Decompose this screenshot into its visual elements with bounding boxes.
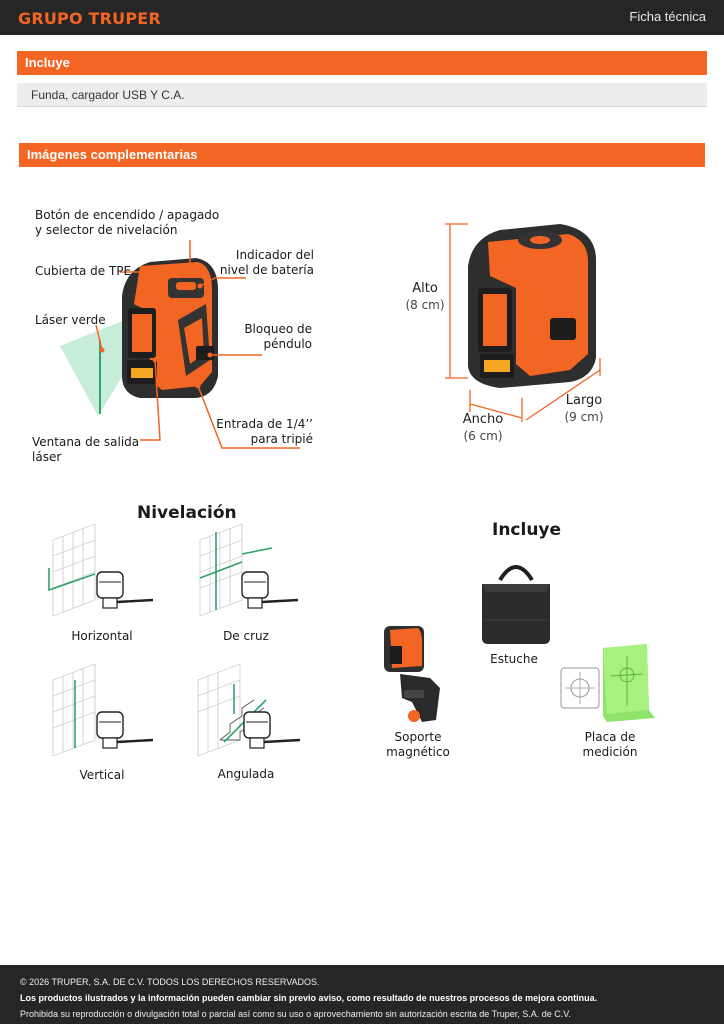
carry-case-icon [482, 565, 550, 644]
callout-pendulum-lock: Bloqueo de péndulo [244, 322, 312, 351]
section-header-incluye: Incluye [17, 51, 707, 75]
brand-logo: GRUPO TRUPER [18, 9, 161, 28]
mode-label-angled: Angulada [217, 767, 275, 781]
incluye-panel-heading: Incluye [492, 520, 562, 540]
callout-battery-indicator: Indicador del nivel de batería [219, 248, 314, 277]
mode-label-horizontal: Horizontal [71, 629, 133, 643]
document-type-label: Ficha técnica [629, 9, 706, 24]
callout-tripod-thread: Entrada de 1/4’’ para tripié [216, 417, 313, 446]
level-mode-horizontal-icon [48, 523, 154, 617]
top-bar: GRUPO TRUPER Ficha técnica [0, 0, 724, 35]
incluye-item-placa: Placa de medición [582, 730, 638, 759]
footer: © 2026 TRUPER, S.A. DE C.V. TODOS LOS DE… [0, 965, 724, 1024]
footer-notice: Los productos ilustrados y la informació… [20, 993, 598, 1003]
nivelacion-heading: Nivelación [137, 503, 237, 523]
laser-level-device-icon [60, 240, 300, 449]
dimension-width: Ancho(6 cm) [462, 412, 504, 443]
callout-power-button: Botón de encendido / apagado y selector … [35, 208, 220, 237]
footer-copyright: © 2026 TRUPER, S.A. DE C.V. TODOS LOS DE… [20, 977, 320, 987]
incluye-value: Funda, cargador USB Y C.A. [17, 83, 707, 107]
dimension-height: Alto(8 cm) [405, 281, 445, 312]
section-header-imagenes: Imágenes complementarias [19, 143, 705, 167]
level-mode-angled-icon [197, 663, 301, 757]
measuring-plate-icon [560, 644, 655, 722]
mode-label-vertical: Vertical [79, 768, 125, 782]
callout-green-laser: Láser verde [35, 313, 106, 327]
level-mode-cross-icon [199, 523, 299, 617]
footer-legal: Prohibida su reproducción o divulgación … [20, 1009, 571, 1019]
incluye-item-estuche: Estuche [490, 652, 538, 666]
laser-level-dimensions-icon [445, 223, 601, 422]
incluye-item-soporte: Soporte magnético [386, 730, 450, 759]
dimension-length: Largo(9 cm) [564, 393, 604, 424]
callout-laser-window: Ventana de salida láser [32, 435, 140, 464]
mode-label-cross: De cruz [223, 629, 269, 643]
magnetic-mount-icon [384, 626, 440, 722]
level-mode-vertical-icon [52, 663, 154, 757]
callout-tpe-cover: Cubierta de TPE [35, 264, 132, 278]
